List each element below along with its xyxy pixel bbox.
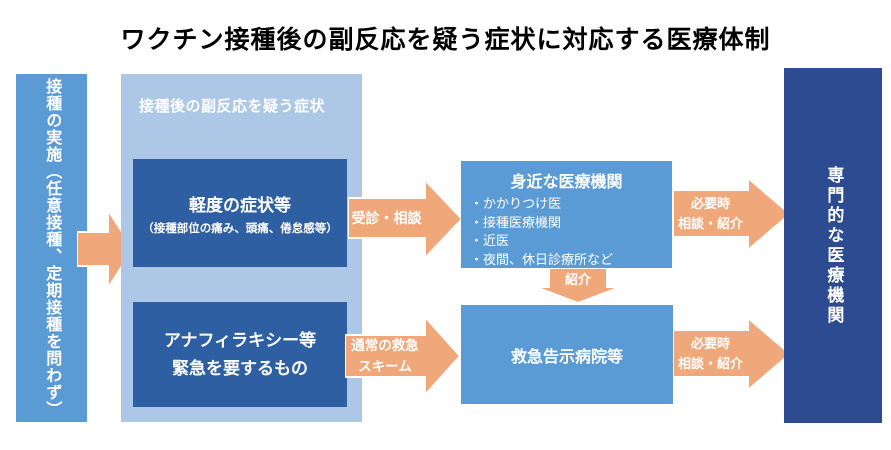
need-referral-arrow-bottom	[673, 318, 790, 390]
need-referral-arrow-top	[673, 178, 790, 250]
implementation-arrow	[77, 210, 133, 288]
emergency-symptoms-line2: 緊急を要するもの	[172, 358, 308, 378]
right-arrow-shape	[673, 318, 790, 390]
referral-down-arrow	[536, 268, 620, 303]
vaccination-implementation-label: 接種の実施（任意接種、定期接種を問わず）	[43, 78, 61, 418]
mild-symptoms-box: 軽度の症状等 （接種部位の痛み、頭痛、倦怠感等）	[133, 159, 347, 267]
emergency-symptoms-box: アナフィラキシー等 緊急を要するもの	[133, 302, 347, 407]
emergency-symptoms-line1: アナフィラキシー等	[163, 331, 317, 351]
down-arrow-shape	[536, 268, 620, 303]
emergency-scheme-arrow	[345, 317, 460, 395]
list-item: ・近医	[470, 233, 510, 248]
nearby-medical-title: 身近な医療機関	[510, 174, 623, 191]
symptoms-panel-header: 接種後の副反応を疑う症状	[139, 98, 326, 115]
diagram-title: ワクチン接種後の副反応を疑う症状に対応する医療体制	[120, 26, 771, 54]
nearby-medical-box: 身近な医療機関 ・かかりつけ医 ・接種医療機関 ・近医 ・夜間、休日診療所など	[461, 161, 672, 268]
right-arrow-shape	[348, 180, 462, 258]
specialized-medical-bar: 専門的な医療機関	[784, 68, 882, 423]
right-arrow-shape	[673, 178, 790, 250]
mild-symptoms-title: 軽度の症状等	[189, 195, 291, 215]
symptoms-panel: 接種後の副反応を疑う症状 軽度の症状等 （接種部位の痛み、頭痛、倦怠感等） アナ…	[121, 74, 362, 422]
nearby-medical-list: ・かかりつけ医 ・接種医療機関 ・近医 ・夜間、休日診療所など	[461, 195, 672, 269]
emergency-hospital-label: 救急告示病院等	[510, 348, 623, 366]
consult-arrow	[348, 180, 462, 258]
list-item: ・接種医療機関	[470, 214, 562, 230]
list-item: ・夜間、休日診療所など	[470, 251, 614, 267]
specialized-medical-label: 専門的な医療機関	[824, 165, 844, 326]
list-item: ・かかりつけ医	[470, 196, 562, 211]
right-arrow-shape	[345, 317, 460, 395]
mild-symptoms-subtitle: （接種部位の痛み、頭痛、倦怠感等）	[142, 222, 338, 235]
right-arrow-shape	[77, 210, 133, 288]
emergency-hospital-box: 救急告示病院等	[461, 305, 673, 404]
vaccination-implementation-bar: 接種の実施（任意接種、定期接種を問わず）	[16, 74, 87, 422]
